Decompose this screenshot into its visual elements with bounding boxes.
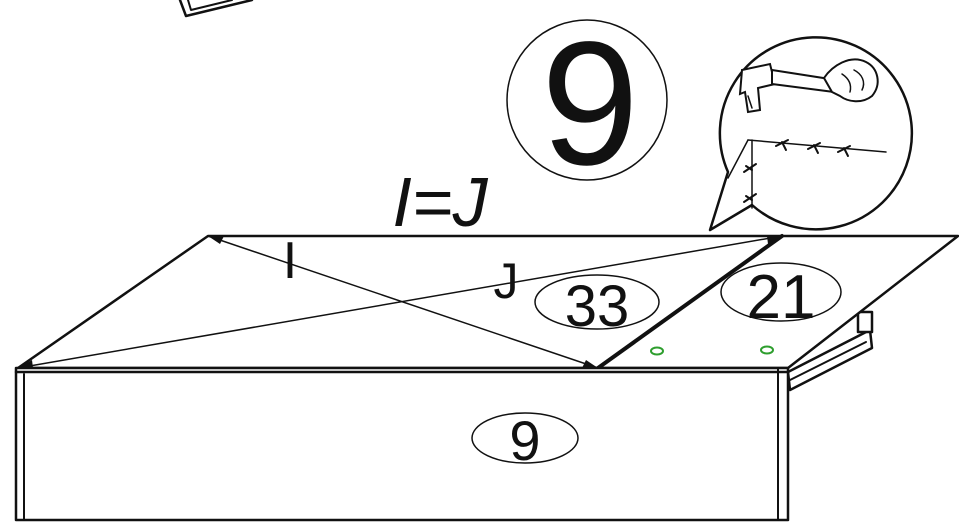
arrowhead-icon	[767, 236, 782, 244]
equation-label: I=J	[392, 163, 488, 241]
diagonal-j	[17, 235, 783, 369]
part-label-front-panel: 9	[471, 409, 579, 472]
nail-hole	[650, 346, 664, 356]
arrowhead-icon	[208, 236, 224, 244]
svg-text:9: 9	[541, 6, 639, 202]
part-label-top-panel: 33	[534, 274, 660, 339]
step-number-badge: 9	[506, 6, 668, 202]
svg-text:33: 33	[565, 274, 630, 339]
back-rail	[786, 310, 874, 392]
part-label-side-panel: 21	[720, 262, 842, 332]
svg-text:21: 21	[747, 263, 816, 332]
arrowhead-icon	[18, 360, 33, 368]
nail-hole	[760, 345, 774, 355]
hammer-callout	[708, 36, 914, 232]
nail-icon	[743, 139, 851, 203]
svg-text:9: 9	[509, 409, 540, 472]
front-panel	[14, 366, 790, 522]
hammer-nailing-icon	[738, 58, 879, 114]
diagonal-i-label: I	[283, 232, 297, 290]
diagonal-j-label: J	[494, 253, 519, 309]
arrowhead-icon	[582, 360, 598, 368]
previous-step-fragment	[178, 0, 254, 18]
